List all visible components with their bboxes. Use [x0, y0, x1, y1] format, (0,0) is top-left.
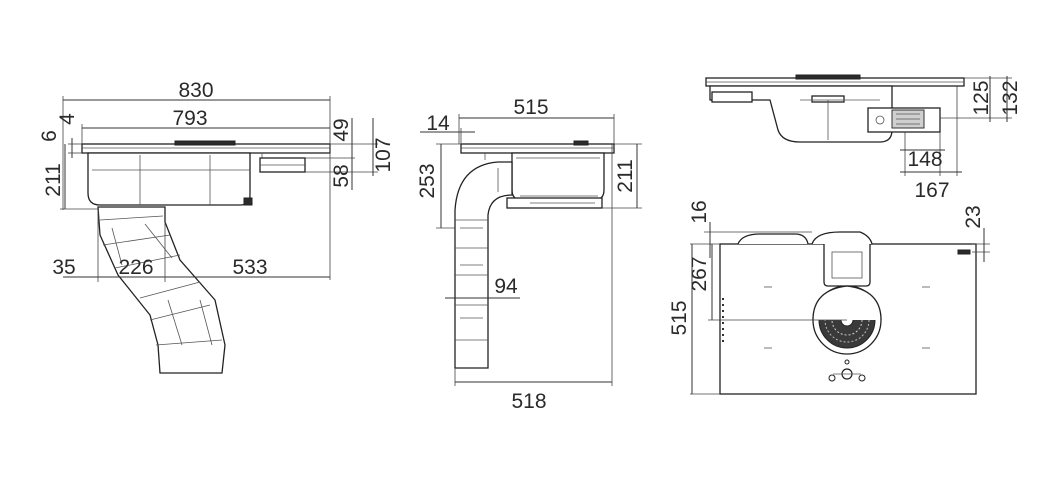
dim-23: 23	[962, 205, 985, 228]
top-control-strip	[722, 298, 724, 342]
dim-211-side: 211	[42, 163, 65, 196]
dim-16: 16	[688, 200, 711, 223]
dim-253: 253	[416, 163, 439, 198]
dim-793: 793	[172, 107, 207, 130]
dim-211-front: 211	[614, 159, 637, 192]
dim-132: 132	[999, 80, 1022, 115]
front-hob-top	[460, 143, 615, 154]
dim-267: 267	[688, 256, 711, 291]
dim-167: 167	[914, 179, 949, 202]
side-view: 830 793 6 4 211 49 58 107 35 226 533	[38, 79, 395, 374]
dim-58: 58	[330, 164, 353, 187]
dim-94: 94	[494, 275, 518, 298]
dim-515-top: 515	[668, 300, 691, 335]
dim-107: 107	[372, 137, 395, 172]
side-hob-body	[87, 152, 251, 206]
front-view: 515 14 253 211 94 518	[416, 96, 642, 413]
top-control-symbol	[828, 359, 866, 382]
dim-830: 830	[178, 79, 213, 102]
front-hob-body	[511, 152, 605, 201]
dim-518: 518	[511, 390, 546, 413]
dim-125: 125	[970, 80, 993, 115]
top-view: 16 23 267 515	[668, 200, 990, 395]
side-duct	[97, 206, 226, 374]
dim-6: 6	[38, 130, 61, 142]
dim-533: 533	[232, 256, 267, 279]
dim-35: 35	[52, 256, 75, 279]
dim-49: 49	[330, 118, 353, 141]
dim-148: 148	[907, 148, 942, 171]
dim-4: 4	[56, 113, 79, 125]
dim-515-front: 515	[513, 96, 548, 119]
front-duct	[454, 161, 513, 369]
dim-226: 226	[118, 256, 153, 279]
rear-view: 125 132 148 167	[705, 74, 1022, 202]
dim-14: 14	[426, 112, 450, 135]
